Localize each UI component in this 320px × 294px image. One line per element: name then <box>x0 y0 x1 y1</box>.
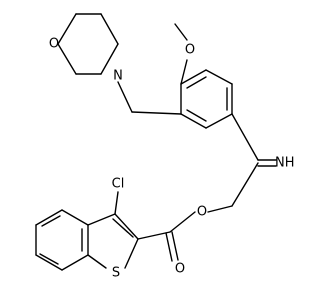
methylene-linker <box>117 81 182 115</box>
chloro-bond <box>114 191 119 215</box>
ester-group <box>137 211 196 262</box>
chemical-structure: O N O NH O O Cl S <box>35 13 295 281</box>
morpholine-nitrogen-label: N <box>113 69 123 84</box>
morpholine-oxygen-label: O <box>49 37 59 52</box>
carbonyl-oxygen-label: O <box>175 262 185 277</box>
benzene-ring <box>180 69 233 129</box>
chloro-label: Cl <box>112 177 125 192</box>
ester-oxygen-label: O <box>197 205 207 220</box>
imine-carbon-bonds <box>207 113 277 213</box>
methoxy-oxygen-label: O <box>185 43 195 58</box>
sulfur-label: S <box>112 266 120 281</box>
imine-label: NH <box>275 156 295 171</box>
methoxy-group <box>174 23 188 85</box>
fused-benzene-ring <box>35 209 89 271</box>
thiophene-ring <box>87 213 139 269</box>
morpholine-ring <box>57 13 119 75</box>
